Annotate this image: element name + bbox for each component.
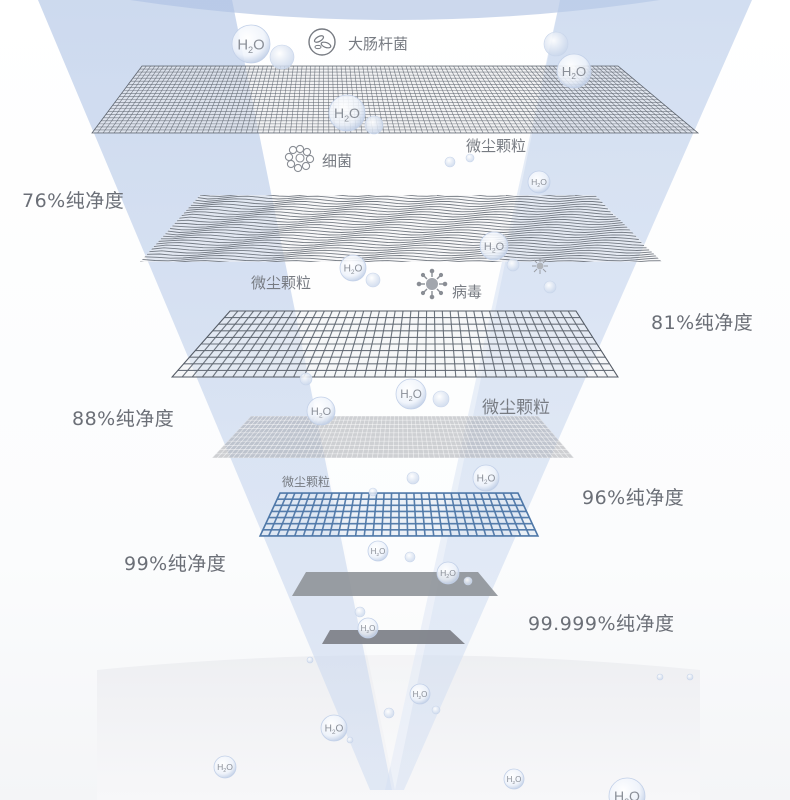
- label-purity-99999: 99.999%纯净度: [528, 613, 675, 635]
- label-purity-96: 96%纯净度: [582, 487, 685, 509]
- label-dust-3: 微尘颗粒: [482, 398, 550, 418]
- h2o-molecule-label: H2O: [344, 264, 363, 277]
- top-arc-decor: [130, 0, 660, 20]
- base-platform: [97, 655, 700, 800]
- h2o-molecule-label: H2O: [334, 105, 360, 124]
- virus-small-icon: [532, 258, 548, 274]
- label-bacteria: 细菌: [322, 152, 353, 170]
- label-ecoli: 大肠杆菌: [348, 35, 409, 53]
- label-purity-76: 76%纯净度: [22, 190, 125, 212]
- label-purity-81: 81%纯净度: [651, 312, 754, 334]
- ecoli-icon: [308, 28, 336, 56]
- h2o-molecule-label: H2O: [507, 775, 522, 786]
- h2o-molecule-label: H2O: [217, 762, 233, 774]
- h2o-molecule-label: H2O: [311, 406, 331, 420]
- h2o-molecule-label: H2O: [361, 624, 376, 635]
- label-dust-2: 微尘颗粒: [251, 274, 312, 292]
- h2o-molecule-label: H2O: [400, 388, 422, 403]
- label-purity-88: 88%纯净度: [72, 408, 175, 430]
- label-virus: 病毒: [452, 283, 483, 301]
- bacteria-icon: [284, 144, 315, 173]
- filter-layer-7: [322, 630, 465, 644]
- filter-layer-4: [212, 416, 574, 458]
- filter-layer-1: [91, 65, 700, 134]
- h2o-molecule-label: H2O: [477, 474, 496, 487]
- h2o-molecule-label: H2O: [325, 724, 344, 737]
- label-dust-4: 微尘颗粒: [282, 475, 331, 489]
- h2o-molecule-label: H2O: [440, 568, 456, 580]
- h2o-molecule-label: H2O: [237, 37, 264, 55]
- h2o-molecule-label: H2O: [614, 788, 640, 800]
- h2o-molecule-label: H2O: [531, 177, 547, 189]
- label-dust-1: 微尘颗粒: [466, 137, 527, 155]
- filter-layer-5: [258, 492, 540, 537]
- h2o-molecule-label: H2O: [413, 690, 428, 701]
- h2o-molecule-label: H2O: [371, 547, 386, 558]
- filter-layer-2: [140, 195, 662, 262]
- h2o-molecule-label: H2O: [562, 64, 586, 81]
- filter-layer-3: [170, 310, 619, 378]
- h2o-molecule-label: H2O: [484, 241, 504, 255]
- label-purity-99: 99%纯净度: [124, 553, 227, 575]
- virus-icon: [416, 268, 448, 300]
